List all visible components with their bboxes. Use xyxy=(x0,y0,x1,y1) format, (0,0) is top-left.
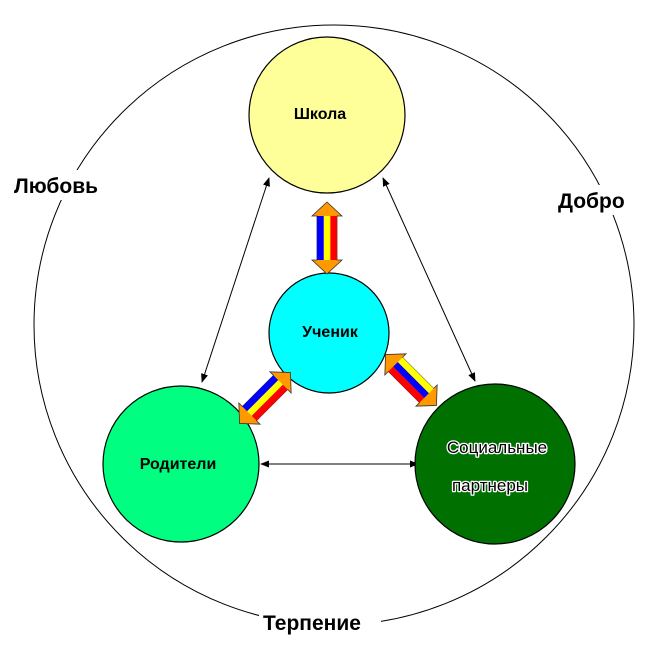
connector-school-partners xyxy=(382,177,476,382)
node-school-circle xyxy=(248,36,406,194)
value-love: Любовь xyxy=(14,175,98,198)
node-partners-label-line2: партнеры xyxy=(452,476,528,495)
node-partners-label-line1: Социальные xyxy=(447,438,547,457)
connector-school-parents xyxy=(201,177,270,383)
block-arrow-parents-student xyxy=(238,371,292,425)
node-student-circle xyxy=(268,272,390,394)
node-parents-circle xyxy=(102,385,260,543)
node-partners-circle xyxy=(414,383,576,545)
label-mask-bottom xyxy=(259,607,381,637)
label-mask-right xyxy=(554,185,640,215)
label-mask-left xyxy=(10,170,116,200)
node-school-label: Школа xyxy=(294,106,346,123)
block-arrow-school-student xyxy=(310,201,344,275)
value-kindness: Добро xyxy=(558,190,625,213)
value-patience: Терпение xyxy=(263,612,361,635)
node-student-label: Ученик xyxy=(302,324,359,341)
block-arrow-partners-student xyxy=(384,353,438,407)
node-parents-label: Родители xyxy=(140,456,217,473)
